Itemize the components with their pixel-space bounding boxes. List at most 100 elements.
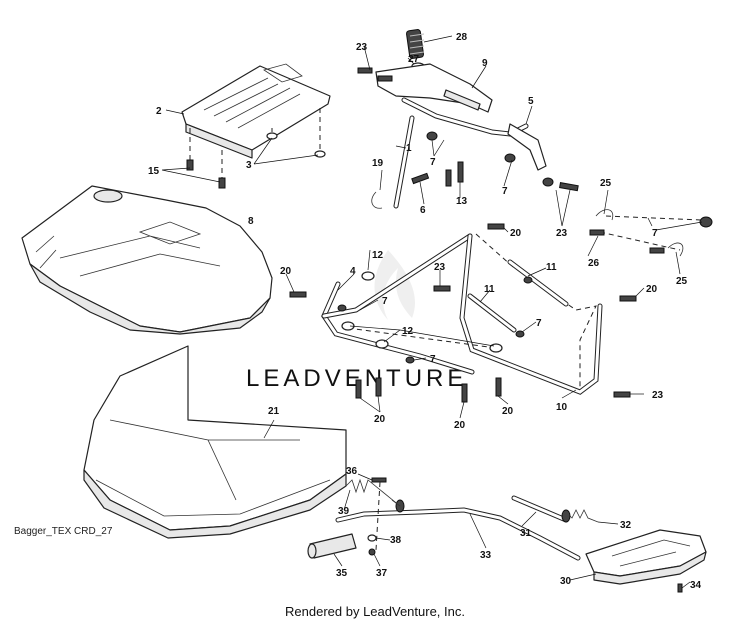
callout-20-e: 20: [454, 420, 466, 431]
grip-35-part[interactable]: [307, 533, 357, 559]
callout-3: 3: [246, 160, 252, 171]
bolt-20-a[interactable]: [289, 291, 307, 298]
callout-7-b: 7: [502, 186, 508, 197]
watermark-text: LEADVENTURE: [246, 365, 467, 392]
nut-7-frame-b[interactable]: [515, 330, 525, 338]
bolt-13b-part[interactable]: [445, 169, 452, 187]
nut-7-upper[interactable]: [426, 131, 438, 141]
callout-20-f: 20: [502, 406, 514, 417]
bolt-20-d[interactable]: [355, 379, 362, 399]
seat-cover-panel-part[interactable]: [181, 63, 331, 159]
callout-37: 37: [376, 568, 388, 579]
callout-7-f: 7: [536, 318, 542, 329]
callout-7-c: 7: [652, 228, 658, 239]
washer-12a[interactable]: [361, 271, 375, 281]
callout-15: 15: [148, 166, 160, 177]
pedal-30-part[interactable]: [585, 529, 707, 585]
clip-25-upper[interactable]: [595, 209, 614, 221]
callout-13: 13: [456, 196, 468, 207]
bolt-23-top[interactable]: [357, 67, 373, 74]
handle-grip-part[interactable]: [406, 29, 425, 59]
dash-frame-outline: [475, 233, 597, 390]
pin-6-part[interactable]: [411, 172, 430, 185]
upper-housing-part[interactable]: [21, 185, 273, 335]
callout-5: 5: [528, 96, 534, 107]
dash-line-26: [599, 231, 681, 251]
rod-11b-part[interactable]: [467, 293, 517, 333]
diagram-code-label: Bagger_TEX CRD_27: [14, 526, 113, 537]
callout-7-a: 7: [430, 157, 436, 168]
lift-rod-33-part[interactable]: [335, 507, 581, 561]
callout-21: 21: [268, 406, 280, 417]
shaft-31-part[interactable]: [511, 495, 569, 523]
bolt-26-part[interactable]: [589, 229, 605, 236]
nut-37-part[interactable]: [368, 548, 376, 556]
rod-11a-part[interactable]: [507, 259, 569, 307]
callout-8: 8: [248, 216, 254, 227]
callout-31: 31: [520, 528, 532, 539]
screw-15b[interactable]: [218, 177, 226, 189]
washer-12c[interactable]: [375, 339, 389, 349]
callout-23-right: 23: [556, 228, 568, 239]
leader-lines: [161, 35, 703, 589]
nut-7-frame-d[interactable]: [523, 276, 533, 284]
frame-10-part[interactable]: [459, 233, 603, 395]
bracket-9-part[interactable]: [375, 63, 493, 113]
callout-20-c: 20: [646, 284, 658, 295]
callout-10: 10: [556, 402, 568, 413]
washer-12d[interactable]: [489, 343, 503, 353]
nut-7-right-b[interactable]: [542, 177, 554, 187]
bolt-23-right[interactable]: [559, 182, 579, 192]
callout-35: 35: [336, 568, 348, 579]
nut-7-frame-c[interactable]: [405, 356, 415, 364]
callout-38: 38: [390, 535, 402, 546]
callout-12-b: 12: [402, 326, 414, 337]
clip-19-part[interactable]: [371, 191, 383, 209]
bolt-23-top-b[interactable]: [377, 75, 393, 82]
screw-15a[interactable]: [186, 159, 194, 171]
bolt-20-e[interactable]: [375, 377, 382, 397]
frame-4-part[interactable]: [321, 233, 475, 375]
spring-39-part[interactable]: [345, 478, 405, 513]
bolt-20-f[interactable]: [461, 383, 468, 403]
callout-39: 39: [338, 506, 350, 517]
callout-28: 28: [456, 32, 468, 43]
bolt-13-part[interactable]: [457, 161, 464, 183]
callout-33: 33: [480, 550, 492, 561]
callout-25-top: 25: [600, 178, 612, 189]
callout-9: 9: [482, 58, 488, 69]
callout-11-a: 11: [546, 262, 557, 273]
shaft-1-part[interactable]: [393, 115, 415, 209]
callout-11-b: 11: [484, 284, 495, 295]
callout-23-top: 23: [356, 42, 368, 53]
bolt-20-b[interactable]: [487, 223, 505, 230]
callout-23-bottom: 23: [652, 390, 664, 401]
dash-line-36: [375, 481, 381, 551]
bolt-20-g[interactable]: [495, 377, 502, 397]
callout-labels: 1 2 3 15 4 5 6 7 7 9 13 19 8 21 23 27 28…: [148, 32, 702, 591]
washer-38-part[interactable]: [367, 534, 377, 542]
callout-19: 19: [372, 158, 384, 169]
callout-12-a: 12: [372, 250, 384, 261]
pin-36-part[interactable]: [371, 477, 387, 483]
bolt-23-frame-a[interactable]: [433, 285, 451, 292]
callout-6: 6: [420, 205, 426, 216]
callout-2: 2: [156, 106, 162, 117]
spring-32-part[interactable]: [561, 509, 599, 523]
nut-7-right[interactable]: [504, 153, 516, 163]
washer-3b[interactable]: [314, 150, 326, 158]
bolt-20-c[interactable]: [619, 295, 637, 302]
callout-4: 4: [350, 266, 356, 277]
pin-26-part[interactable]: [649, 247, 665, 254]
nut-7-frame-a[interactable]: [337, 304, 347, 312]
bolt-23-frame-b[interactable]: [613, 391, 631, 398]
clip-25-lower[interactable]: [667, 242, 684, 257]
callout-7-d: 7: [382, 296, 388, 307]
watermark: LEADVENTURE: [246, 250, 467, 392]
callout-27: 27: [408, 54, 420, 65]
callout-20-b: 20: [510, 228, 522, 239]
pivot-bracket-part[interactable]: [507, 123, 547, 171]
washer-3a[interactable]: [266, 132, 278, 140]
screw-34-part[interactable]: [677, 583, 683, 593]
